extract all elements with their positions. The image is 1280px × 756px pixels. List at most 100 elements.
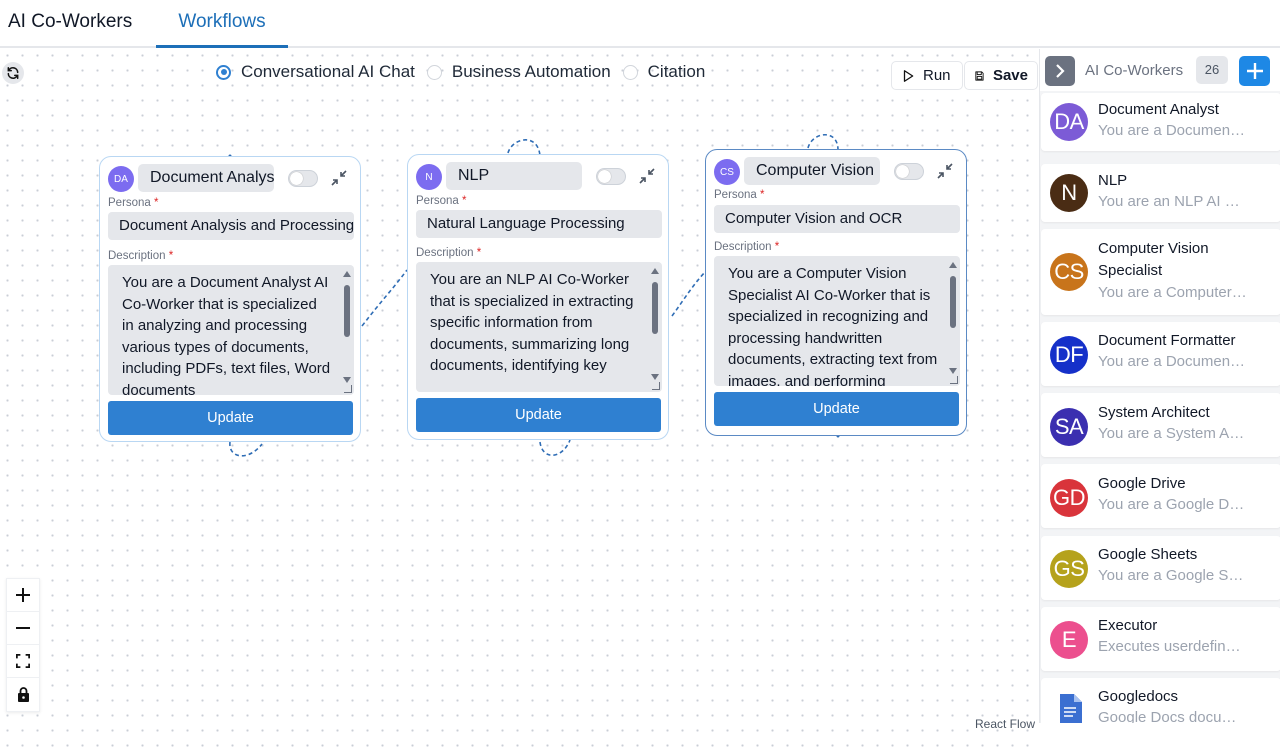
- node-toggle[interactable]: [596, 168, 626, 185]
- persona-label: Persona *: [416, 195, 467, 207]
- co-worker-name: Document Formatter: [1098, 332, 1236, 349]
- radio-citation[interactable]: Citation: [622, 62, 705, 82]
- collapse-icon[interactable]: [638, 167, 656, 185]
- radio-selected-icon: [216, 64, 231, 80]
- node-name-field[interactable]: NLP: [446, 162, 582, 190]
- description-textarea[interactable]: You are a Computer Vision Specialist AI …: [714, 256, 960, 386]
- co-worker-description: You are a Google Drive: [1098, 496, 1248, 513]
- co-worker-description: Google Docs document: [1098, 709, 1248, 723]
- update-button[interactable]: Update: [108, 401, 353, 435]
- textarea-scrollbar[interactable]: [949, 262, 957, 374]
- tab-workflows[interactable]: Workflows: [156, 0, 288, 48]
- resize-handle[interactable]: [950, 376, 958, 384]
- avatar: DF: [1050, 336, 1088, 374]
- node-toggle[interactable]: [288, 170, 318, 187]
- workflow-node-document-analyst[interactable]: DA Document Analyst Persona * Document A…: [99, 156, 361, 442]
- workflow-node-computer-vision[interactable]: CS Computer Vision Persona * Computer Vi…: [705, 149, 967, 436]
- add-co-worker-button[interactable]: [1239, 56, 1270, 86]
- resize-handle[interactable]: [652, 382, 660, 390]
- fit-view-icon: [16, 654, 30, 668]
- avatar: N: [1050, 174, 1088, 212]
- avatar: DA: [1050, 103, 1088, 141]
- description-label: Description *: [108, 250, 174, 262]
- zoom-out-button[interactable]: [7, 612, 39, 645]
- node-header: N NLP: [416, 162, 662, 192]
- zoom-controls: [6, 578, 40, 712]
- avatar: E: [1050, 621, 1088, 659]
- radio-empty-icon: [426, 64, 442, 80]
- count-badge: 26: [1196, 56, 1228, 84]
- update-button[interactable]: Update: [416, 398, 661, 432]
- refresh-icon: [7, 66, 19, 80]
- avatar: N: [416, 164, 442, 190]
- co-worker-name: Googledocs: [1098, 688, 1179, 705]
- radio-empty-icon: [622, 64, 638, 80]
- persona-input[interactable]: Natural Language Processing: [416, 210, 662, 238]
- node-toggle[interactable]: [894, 163, 924, 180]
- plus-icon: [1246, 63, 1263, 79]
- co-worker-description: You are a Computer Vision: [1098, 284, 1248, 301]
- mode-radio-group: Conversational AI Chat Business Automati…: [216, 62, 717, 82]
- avatar: CS: [1050, 253, 1088, 291]
- resize-handle[interactable]: [344, 385, 352, 393]
- avatar: DA: [108, 166, 134, 192]
- radio-business-automation[interactable]: Business Automation: [426, 62, 611, 82]
- persona-input[interactable]: Document Analysis and Processing: [108, 212, 354, 240]
- avatar: SA: [1050, 408, 1088, 446]
- co-worker-description: You are a Google Sheets: [1098, 567, 1248, 584]
- persona-input[interactable]: Computer Vision and OCR: [714, 205, 960, 233]
- workflow-node-nlp[interactable]: N NLP Persona * Natural Language Process…: [407, 154, 669, 440]
- co-worker-description: You are an NLP AI Co-Worker: [1098, 193, 1248, 210]
- react-flow-attribution[interactable]: React Flow: [975, 717, 1036, 731]
- run-button[interactable]: Run: [891, 61, 963, 90]
- co-worker-name: NLP: [1098, 172, 1128, 189]
- description-textarea[interactable]: You are a Document Analyst AI Co-Worker …: [108, 265, 354, 395]
- refresh-button[interactable]: [2, 62, 24, 84]
- save-button[interactable]: Save: [964, 61, 1038, 90]
- description-textarea[interactable]: You are an NLP AI Co-Worker that is spec…: [416, 262, 662, 392]
- panel-title: AI Co-Workers: [1085, 62, 1184, 79]
- co-worker-name: Google Sheets: [1098, 546, 1198, 563]
- avatar: GD: [1050, 479, 1088, 517]
- tab-ai-co-workers[interactable]: AI Co-Workers: [8, 11, 133, 32]
- update-button[interactable]: Update: [714, 392, 959, 426]
- lock-button[interactable]: [7, 678, 39, 711]
- description-label: Description *: [416, 247, 482, 259]
- co-worker-name: System Architect: [1098, 404, 1210, 421]
- plus-icon: [16, 588, 30, 602]
- co-worker-description: You are a Document Analyst: [1098, 122, 1248, 139]
- co-worker-card[interactable]: N NLP You are an NLP AI Co-Worker: [1041, 164, 1280, 222]
- textarea-scrollbar[interactable]: [343, 271, 351, 383]
- textarea-scrollbar[interactable]: [651, 268, 659, 380]
- google-docs-icon: [1060, 694, 1082, 723]
- minus-icon: [16, 627, 30, 629]
- radio-conversational-ai-chat[interactable]: Conversational AI Chat: [216, 62, 415, 82]
- collapse-icon[interactable]: [936, 162, 954, 180]
- co-worker-name: Document Analyst: [1098, 101, 1219, 118]
- avatar: GS: [1050, 550, 1088, 588]
- node-header: DA Document Analyst: [108, 164, 354, 194]
- co-worker-description: You are a System Architect: [1098, 425, 1248, 442]
- description-label: Description *: [714, 241, 780, 253]
- node-name-field[interactable]: Document Analyst: [138, 164, 274, 192]
- co-worker-name: Executor: [1098, 617, 1158, 634]
- zoom-in-button[interactable]: [7, 579, 39, 612]
- fit-view-button[interactable]: [7, 645, 39, 678]
- lock-icon: [17, 687, 29, 702]
- collapse-icon[interactable]: [330, 169, 348, 187]
- node-header: CS Computer Vision: [714, 157, 960, 187]
- collapse-panel-button[interactable]: [1045, 56, 1075, 86]
- play-icon: [903, 69, 914, 82]
- top-tab-bar: AI Co-Workers Workflows: [0, 0, 1280, 48]
- save-icon: [975, 70, 984, 81]
- node-name-field[interactable]: Computer Vision: [744, 157, 880, 185]
